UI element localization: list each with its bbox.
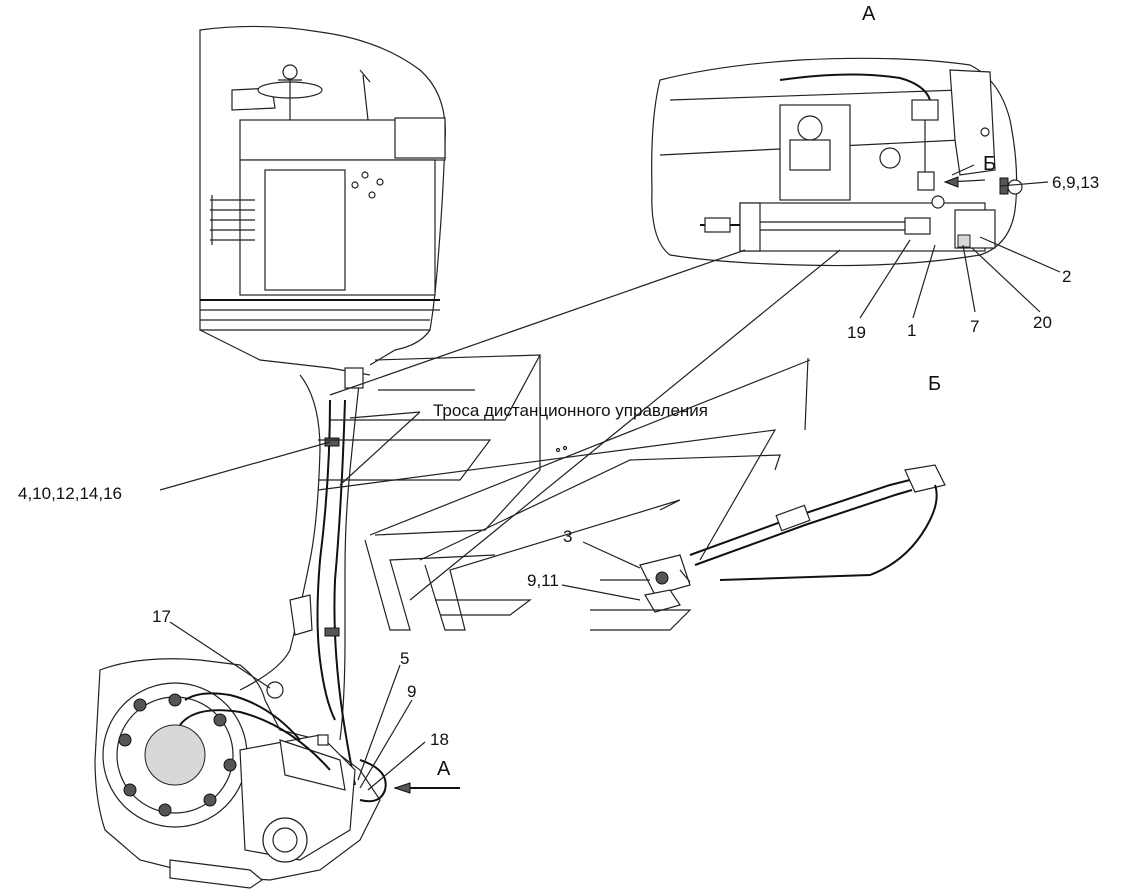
callout-20: 20 <box>1033 313 1052 332</box>
tractor-body <box>199 25 446 786</box>
callout-9-11: 9,11 <box>527 571 559 590</box>
callout-17: 17 <box>152 607 171 626</box>
callout-4-10-12-14-16: 4,10,12,14,16 <box>18 484 122 503</box>
callout-18: 18 <box>430 730 449 749</box>
view-a-title: А <box>862 3 876 25</box>
remote-control-cables-note: Троса дистанционного управления <box>433 401 708 420</box>
leader-lines <box>159 164 1061 794</box>
callout-7: 7 <box>970 317 979 336</box>
view-a-arrow-label: А <box>437 758 451 780</box>
callout-19: 19 <box>847 323 866 342</box>
labels: А Б Б А Троса дистанционного управления … <box>18 3 1099 780</box>
view-b-title: Б <box>928 373 941 395</box>
rear-axle-assembly <box>94 658 387 889</box>
view-b-arrow-label: Б <box>983 153 996 175</box>
callout-9: 9 <box>407 682 416 701</box>
callout-5: 5 <box>400 649 409 668</box>
view-direction-chevrons <box>317 249 841 631</box>
view-a-detail <box>651 57 1023 267</box>
callout-1: 1 <box>907 321 916 340</box>
callout-2: 2 <box>1062 267 1071 286</box>
view-b-detail <box>639 464 946 613</box>
callout-6-9-13: 6,9,13 <box>1052 173 1099 192</box>
callout-3: 3 <box>563 527 572 546</box>
